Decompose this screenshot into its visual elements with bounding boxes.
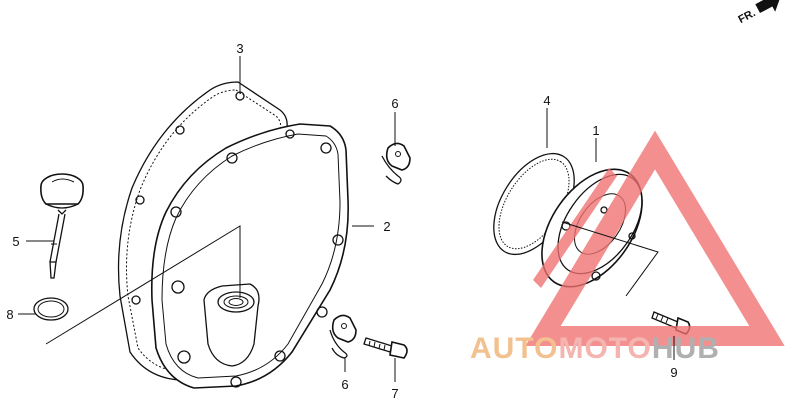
watermark-moto: MOTO: [558, 332, 651, 365]
leader-lines: [18, 56, 675, 382]
svg-text:AUTOMOTOHUB: AUTOMOTOHUB: [470, 332, 720, 365]
part-label-7: 7: [391, 386, 398, 401]
clutch-cover: [131, 91, 349, 389]
fr-label: FR.: [736, 7, 757, 26]
oil-dipstick: [40, 173, 84, 279]
o-ring: [33, 297, 69, 321]
part-label-2: 2: [383, 219, 390, 234]
hose-clamp-upper: [381, 142, 411, 185]
part-label-1: 1: [592, 123, 599, 138]
watermark-auto: AUTO: [470, 332, 558, 365]
automotohub-watermark: AUTOMOTOHUB: [470, 130, 785, 365]
part-label-8: 8: [6, 307, 13, 322]
watermark-triangle-icon: [525, 130, 785, 346]
hose-clamp-lower: [329, 314, 357, 359]
part-label-5: 5: [12, 234, 19, 249]
front-direction-arrow-icon: FR.: [736, 0, 781, 26]
part-label-4: 4: [543, 93, 550, 108]
watermark-hub: HUB: [652, 332, 720, 365]
part-label-6-upper: 6: [391, 96, 398, 111]
part-label-9: 9: [670, 365, 677, 380]
flange-bolt: [363, 337, 408, 359]
part-label-6-lower: 6: [341, 377, 348, 392]
part-label-3: 3: [236, 41, 243, 56]
